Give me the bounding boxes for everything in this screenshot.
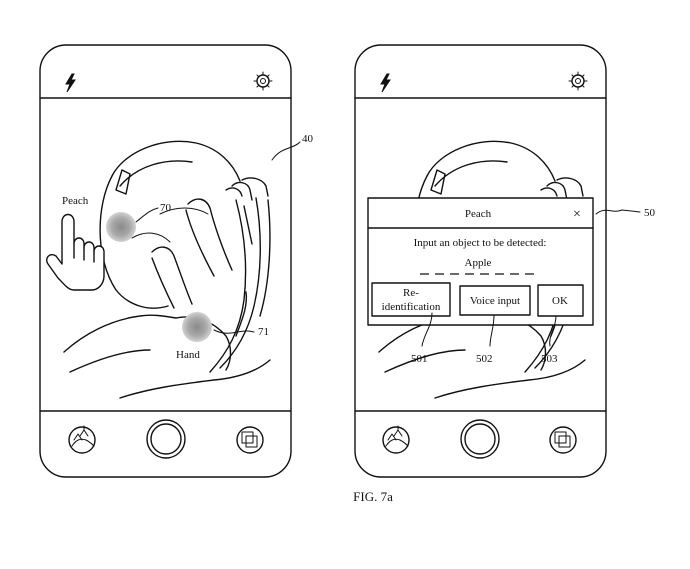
scene-icon[interactable] (68, 425, 96, 454)
dialog-title: Peach (465, 208, 492, 220)
ref-501: 501 (411, 353, 428, 365)
object-dialog: Peach × Input an object to be detected: … (367, 197, 594, 326)
ref-503: 503 (541, 353, 558, 365)
reidentify-button[interactable]: Re- identification (371, 282, 451, 317)
hand-marker[interactable] (182, 312, 212, 342)
ref-50: 50 (644, 207, 656, 219)
voice-input-button[interactable]: Voice input (459, 285, 531, 316)
ok-label: OK (552, 295, 568, 307)
ref-502: 502 (476, 353, 493, 365)
reidentify-label-line1: Re- (403, 287, 419, 299)
scene-icon[interactable] (382, 425, 410, 454)
gallery-icon[interactable] (549, 426, 577, 454)
peach-label: Peach (62, 195, 89, 207)
shutter-button[interactable] (460, 419, 500, 459)
right-phone: Peach × Input an object to be detected: … (354, 44, 607, 478)
figure-caption: FIG. 7a (353, 489, 393, 504)
hand-label: Hand (176, 349, 200, 361)
ref-70: 70 (160, 202, 172, 214)
flash-icon[interactable] (380, 73, 391, 93)
flash-icon[interactable] (65, 73, 76, 93)
peach-marker[interactable] (106, 212, 136, 242)
gear-icon[interactable] (253, 71, 273, 91)
object-input[interactable]: Apple (465, 257, 492, 269)
voice-input-label: Voice input (470, 295, 520, 307)
reidentify-label-line2: identification (382, 301, 441, 313)
gallery-icon[interactable] (236, 426, 264, 454)
close-icon[interactable]: × (573, 207, 581, 222)
gear-icon[interactable] (568, 71, 588, 91)
ref-40: 40 (302, 133, 314, 145)
shutter-button[interactable] (146, 419, 186, 459)
pointing-hand-icon (46, 213, 105, 291)
dialog-prompt: Input an object to be detected: (414, 237, 547, 249)
ref-71: 71 (258, 326, 269, 338)
ok-button[interactable]: OK (537, 284, 584, 317)
left-phone: Peach Hand (39, 44, 292, 478)
reference-annotations: 40 50 70 71 501 502 503 (135, 133, 656, 365)
